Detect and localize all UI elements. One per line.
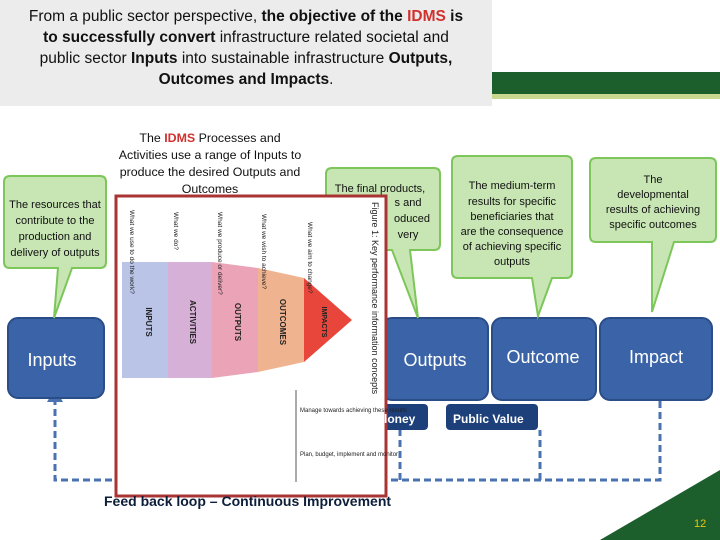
- impact-label: Impact: [629, 347, 683, 367]
- callout-resources: [3, 175, 107, 319]
- callout-medium-line: outputs: [494, 256, 531, 268]
- public-value-label: Public Value: [453, 412, 524, 426]
- figure-note: Manage towards achieving these results: [300, 408, 407, 414]
- title-text-part: Outcomes and Impacts: [158, 71, 330, 88]
- title-text-part: into sustainable infrastructure: [181, 50, 385, 67]
- title-panel: [0, 0, 492, 106]
- title-text-part: public sector: [39, 50, 127, 67]
- title-text-part: From a public sector perspective,: [28, 8, 258, 25]
- callout-medium-term: [451, 155, 573, 320]
- page-number: 12: [694, 518, 707, 530]
- title-text-part: Inputs: [131, 50, 178, 67]
- title-text-part: is: [450, 8, 464, 25]
- callout-medium-line: of achieving specific: [463, 241, 562, 253]
- title-text-part: infrastructure related societal and: [219, 29, 449, 46]
- money-label: loney: [384, 412, 416, 426]
- band-activities: [168, 262, 212, 378]
- processes-text: Processes and: [198, 131, 281, 145]
- band-outputs: [212, 262, 258, 378]
- processes-line: Outcomes: [181, 182, 239, 196]
- feedback-label: Feed back loop – Continuous Improvement: [104, 493, 392, 509]
- processes-line: Activities use a range of Inputs to: [118, 148, 302, 162]
- callout-processes: The IDMS Processes and Activities use a …: [104, 130, 316, 198]
- band-label: ACTIVITIES: [188, 300, 197, 345]
- public-value-tab: [446, 404, 538, 430]
- outcome-label: Outcome: [506, 347, 579, 367]
- callout-resources-line: The resources that: [9, 199, 101, 211]
- callout-developmental: [589, 157, 717, 313]
- inputs-node: [7, 317, 105, 399]
- figure-note: Plan, budget, implement and monitor: [300, 452, 398, 458]
- figure-question: What we produce or deliver?: [216, 212, 223, 295]
- impact-node: [599, 317, 713, 401]
- title-text-part: to successfully convert: [43, 29, 216, 46]
- figure-caption: Figure 1: Key performance information co…: [370, 202, 380, 395]
- processes-line: produce the desired Outputs and: [119, 165, 301, 179]
- header-band-accent: [492, 94, 720, 99]
- callout-medium-line: beneficiaries that: [470, 211, 553, 223]
- band-label: OUTPUTS: [233, 303, 242, 342]
- figure-question: What we wish to achieve?: [260, 214, 267, 290]
- callout-developmental-line: developmental: [617, 189, 689, 201]
- money-tab: [376, 404, 428, 430]
- outcome-node: [491, 317, 597, 401]
- callout-final-line: oduced: [394, 213, 430, 225]
- title-text-part: .: [329, 71, 334, 88]
- callout-developmental-line: The: [644, 174, 663, 186]
- figure-question: What we aim to change?: [306, 222, 313, 294]
- figure-key-performance: INPUTS ACTIVITIES OUTPUTS OUTCOMES IMPAC…: [114, 194, 407, 498]
- band-label: INPUTS: [144, 307, 153, 337]
- callout-medium-line: The medium-term: [469, 180, 556, 192]
- feedback-loop: [53, 398, 662, 482]
- figure-question: What we do?: [172, 212, 179, 250]
- feedback-path: [53, 398, 662, 482]
- callout-resources-line: production and: [19, 231, 92, 243]
- callout-final-line: very: [398, 229, 419, 241]
- callout-developmental-line: specific outcomes: [609, 219, 697, 231]
- callout-medium-line: are the consequence: [461, 226, 564, 238]
- callout-medium-line: results for specific: [468, 196, 557, 208]
- band-inputs: [122, 262, 168, 378]
- title-idms: IDMS: [407, 8, 446, 25]
- band-outcomes: [258, 268, 304, 372]
- band-label: OUTCOMES: [278, 299, 287, 346]
- outputs-label: Outputs: [403, 350, 466, 370]
- band-impacts: [304, 278, 352, 362]
- callout-final-line: s and: [395, 197, 422, 209]
- title-text-part: Outputs,: [388, 50, 453, 67]
- title-text-part: the objective of the: [261, 8, 403, 25]
- figure-question: What we use to do the work?: [128, 210, 135, 294]
- processes-text: The: [139, 131, 161, 145]
- callout-resources-line: contribute to the: [16, 215, 95, 227]
- inputs-label: Inputs: [27, 350, 76, 370]
- corner-decoration: [600, 470, 720, 540]
- callout-developmental-line: results of achieving: [606, 204, 700, 216]
- processes-idms: IDMS: [164, 131, 196, 145]
- callout-final-line: The final products,: [335, 183, 426, 195]
- slide-title: From a public sector perspective, the ob…: [8, 6, 484, 90]
- callout-resources-line: delivery of outputs: [10, 247, 100, 259]
- band-label: IMPACTS: [320, 307, 327, 338]
- header-band: [492, 72, 720, 94]
